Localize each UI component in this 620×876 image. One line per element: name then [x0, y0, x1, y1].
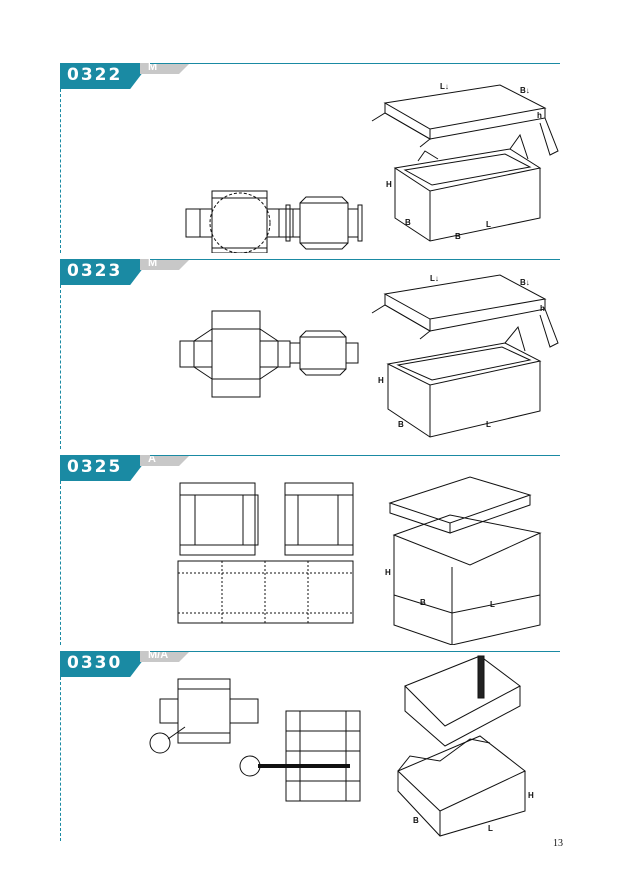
section-0330: 0330 M/A H B L [0, 651, 620, 841]
dim-label-length-lid: L↓ [440, 82, 449, 91]
style-code-badge: 0322 [60, 63, 150, 89]
dim-label-length: L [488, 824, 493, 833]
dim-label-height: H [385, 568, 391, 577]
section-side-dash [60, 285, 61, 449]
box-diagram-0330: H B L [149, 655, 534, 837]
dim-label-width: B [413, 816, 419, 825]
dim-label-length: L [486, 220, 491, 229]
section-0323: 0323 M L↓ B↓ [0, 259, 620, 449]
dim-label-width: B [420, 598, 426, 607]
dim-label-length-lid: L↓ [430, 274, 439, 283]
material-type-badge: M [140, 259, 190, 270]
section-0325: 0325 A H B L [0, 455, 620, 645]
dim-label-width: B [398, 420, 404, 429]
box-diagram-0323: L↓ B↓ h H B L [179, 274, 559, 438]
box-diagram-0322: L↓ B↓ h H B L B [185, 82, 559, 253]
section-0322: 0322 M [0, 63, 620, 253]
dim-label-length: L [486, 420, 491, 429]
section-side-dash [60, 89, 61, 253]
dim-label-height: H [386, 180, 392, 189]
section-rule [150, 63, 560, 64]
material-type-badge: A [140, 455, 190, 466]
dim-label-height: H [378, 376, 384, 385]
box-diagram-0325: H B L [177, 476, 542, 645]
section-rule [150, 651, 560, 652]
section-rule [150, 455, 560, 456]
dim-label-lid-height: h [537, 111, 542, 120]
section-rule [150, 259, 560, 260]
section-side-dash [60, 677, 61, 841]
dim-label-width-lid: B↓ [520, 86, 530, 95]
material-type-badge: M [140, 63, 190, 74]
page-number: 13 [553, 838, 563, 849]
dim-label-width-lid: B↓ [520, 278, 530, 287]
dim-label-length: L [490, 600, 495, 609]
dim-label-lid-height: h [540, 304, 545, 313]
dim-label-width: B [405, 218, 411, 227]
section-side-dash [60, 481, 61, 645]
dim-label-width-2: B [455, 232, 461, 241]
dim-label-height: H [528, 791, 534, 800]
blank-panel [211, 197, 268, 249]
material-type-badge: M/A [140, 651, 190, 662]
